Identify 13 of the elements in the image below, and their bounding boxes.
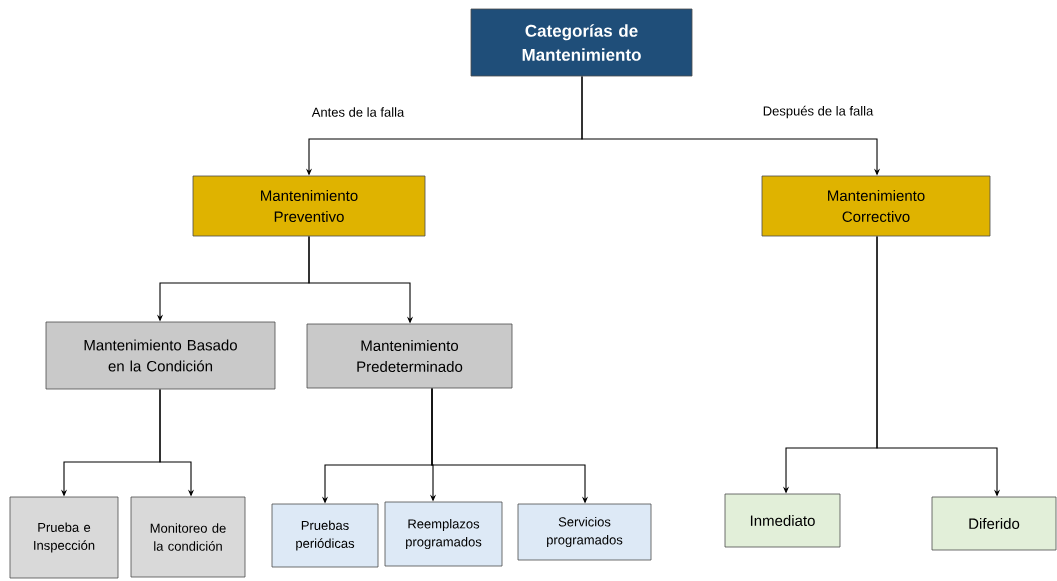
edge-label: Antes de la falla	[310, 106, 406, 118]
method-box: Diferido	[931, 496, 1057, 551]
method-box: Prueba e Inspección	[9, 496, 119, 579]
method-box: Monitoreo de la condición	[130, 496, 246, 578]
category-box: Mantenimiento Correctivo	[761, 175, 991, 237]
method-box: Servicios programados	[517, 503, 652, 561]
type-box: Mantenimiento Predeterminado	[306, 323, 513, 389]
type-box: Mantenimiento Basado en la Condición	[45, 321, 276, 390]
category-box: Mantenimiento Preventivo	[192, 175, 426, 237]
method-box: Pruebas periódicas	[271, 503, 379, 568]
method-box: Inmediato	[724, 493, 841, 548]
title-box: Categorías de Mantenimiento	[470, 8, 693, 77]
method-box: Reemplazos programados	[384, 501, 503, 567]
